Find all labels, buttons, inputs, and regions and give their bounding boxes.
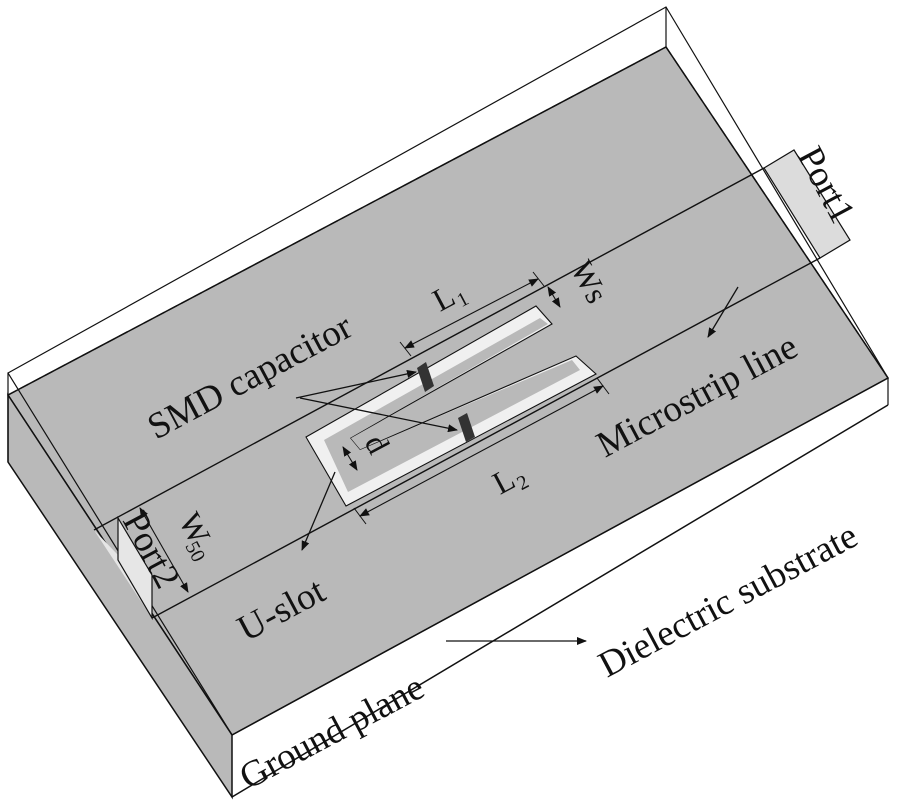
dim-l2-ext-left [353, 507, 367, 525]
dim-d-line [342, 446, 358, 471]
microstrip-edge-upper [93, 167, 765, 531]
substrate-edge-dashed-right [665, 46, 889, 379]
dim-ws-line [547, 286, 561, 308]
dim-l2-ext-right [596, 377, 610, 395]
arrow-smd-lower [299, 397, 458, 433]
dim-l2-line [359, 385, 604, 517]
dim-l1-ext-right [532, 271, 545, 287]
dim-w50-line [139, 507, 189, 593]
dim-l1-ext-left [399, 341, 412, 357]
substrate-bottom-edge [231, 404, 889, 798]
arrow-smd-upper [295, 369, 417, 399]
substrate-edge-dashed-back [7, 46, 667, 396]
arrow-u-slot [301, 471, 336, 551]
label-dielectric-substrate: Dielectric substrate [592, 515, 864, 686]
arrow-microstrip [707, 286, 739, 338]
smd-capacitor-upper [417, 362, 434, 392]
dim-l1-line [404, 278, 539, 349]
port1-plane [763, 149, 851, 259]
port2-plane [94, 530, 152, 618]
